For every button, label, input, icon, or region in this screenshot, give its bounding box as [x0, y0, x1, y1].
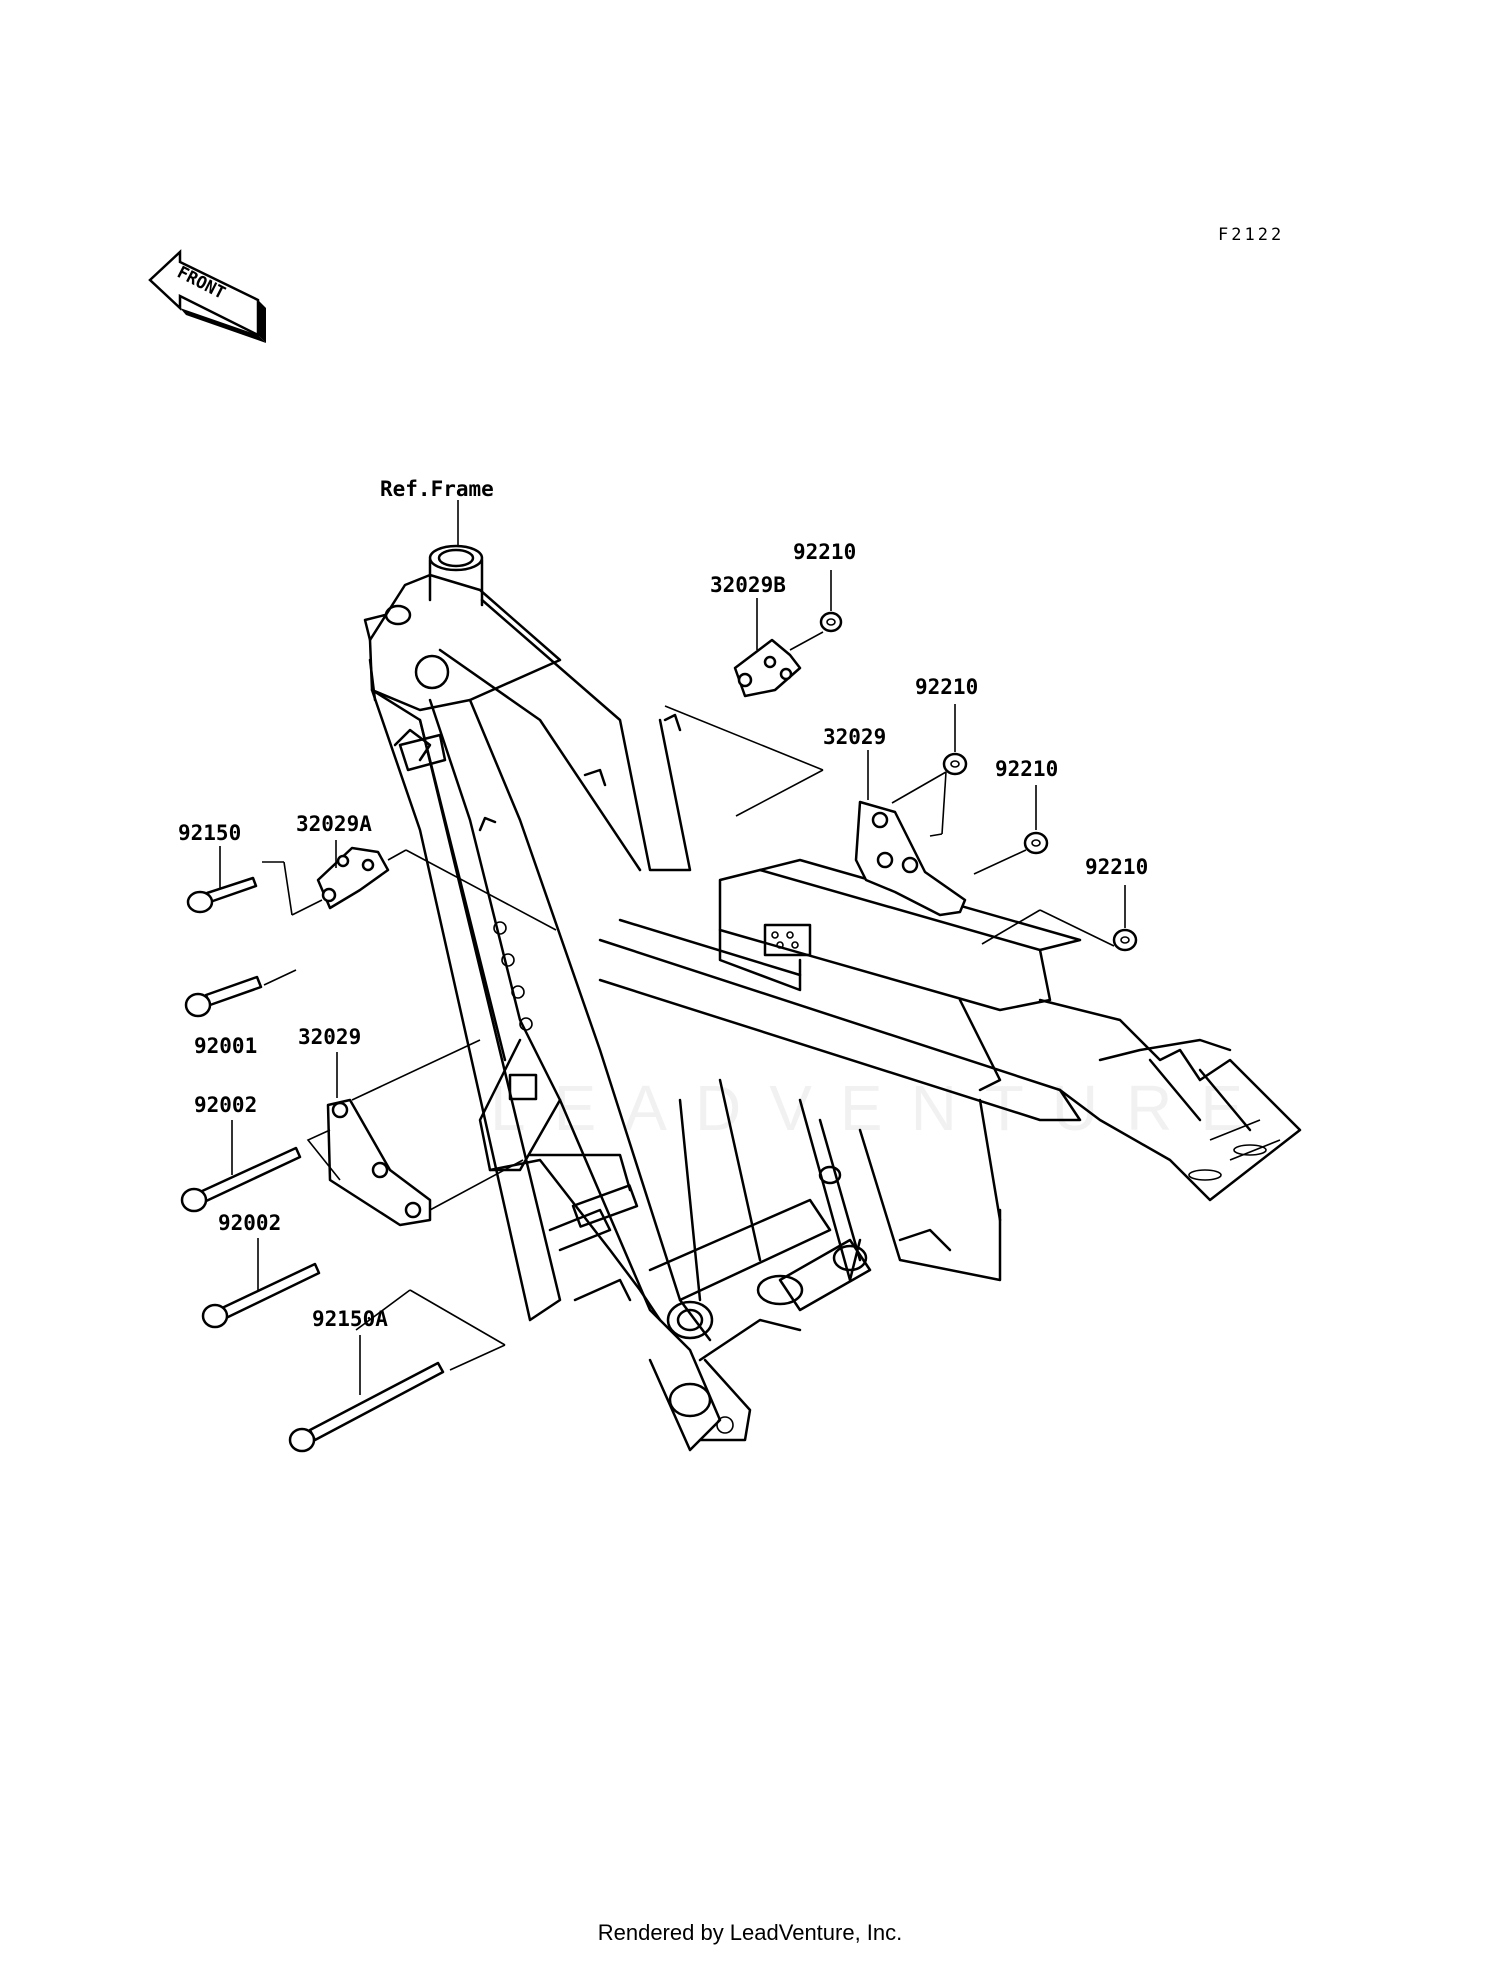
bolt-92002-b	[201, 1262, 321, 1329]
label-92210-c: 92210	[995, 757, 1058, 781]
front-arrow-icon: FRONT	[148, 249, 266, 343]
label-92210-d: 92210	[1085, 855, 1148, 879]
watermark: LEADVENTURE	[490, 1072, 1271, 1144]
label-92001: 92001	[194, 1034, 257, 1058]
bolt-92150	[186, 876, 258, 914]
label-92150: 92150	[178, 821, 241, 845]
motorcycle-frame	[363, 544, 1302, 1452]
label-32029-upper: 32029	[823, 725, 886, 749]
label-92150A: 92150A	[312, 1307, 388, 1331]
nut-92210-a	[819, 611, 843, 633]
footer-credit: Rendered by LeadVenture, Inc.	[597, 1920, 903, 1945]
nut-92210-c	[1023, 831, 1049, 855]
label-32029-lower: 32029	[298, 1025, 361, 1049]
label-32029B: 32029B	[710, 573, 786, 597]
label-92210-a: 92210	[793, 540, 856, 564]
bolt-92001	[184, 975, 263, 1018]
bracket-32029-upper	[854, 800, 967, 917]
bolt-92150A	[288, 1361, 445, 1453]
nut-92210-d	[1112, 928, 1138, 952]
label-92210-b: 92210	[915, 675, 978, 699]
bracket-32029-lower	[306, 1098, 432, 1227]
bolt-92002-a	[180, 1146, 302, 1213]
nut-92210-b	[942, 752, 968, 776]
label-ref-frame: Ref.Frame	[380, 477, 494, 501]
label-92002-b: 92002	[218, 1211, 281, 1235]
diagram-code: F2122	[1218, 225, 1284, 245]
leader-lines	[219, 500, 1126, 1395]
bracket-32029B	[733, 638, 802, 698]
label-92002-a: 92002	[194, 1093, 257, 1117]
label-32029A: 32029A	[296, 812, 372, 836]
bracket-32029A	[316, 846, 390, 910]
